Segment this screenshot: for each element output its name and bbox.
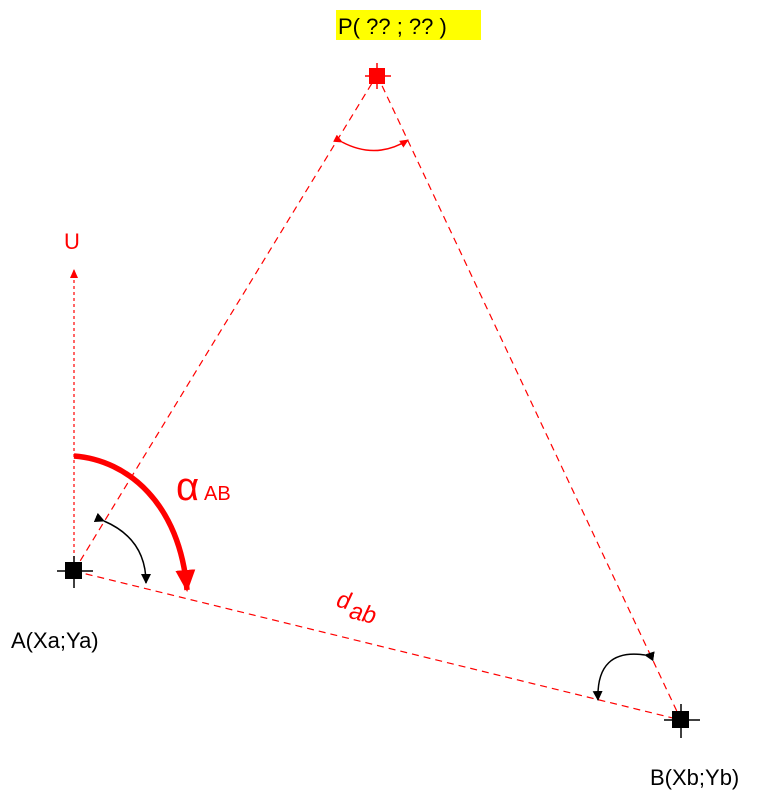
point-p-marker xyxy=(365,63,391,89)
distance-subscript: ab xyxy=(347,597,379,630)
point-b-marker xyxy=(664,704,700,738)
bearing-symbol: α xyxy=(176,465,199,509)
point-p-label-highlight xyxy=(336,10,481,40)
distance-label: d ab xyxy=(332,586,381,630)
side-ab-line xyxy=(73,570,682,721)
north-axis-label: U xyxy=(64,229,80,254)
point-p-label: P( ?? ; ?? ) xyxy=(338,14,447,39)
bearing-subscript: AB xyxy=(204,483,231,505)
bearing-arc xyxy=(73,453,196,592)
angle-arc-p xyxy=(333,134,409,152)
point-b-label: B(Xb;Yb) xyxy=(650,765,739,790)
bearing-label: α AB xyxy=(176,465,231,509)
point-a-marker xyxy=(57,556,93,588)
angle-arc-a xyxy=(93,512,151,584)
side-ap-line xyxy=(73,74,378,572)
angle-arc-b xyxy=(592,651,655,701)
side-pb-line xyxy=(376,74,682,721)
point-a-label: A(Xa;Ya) xyxy=(11,628,99,653)
